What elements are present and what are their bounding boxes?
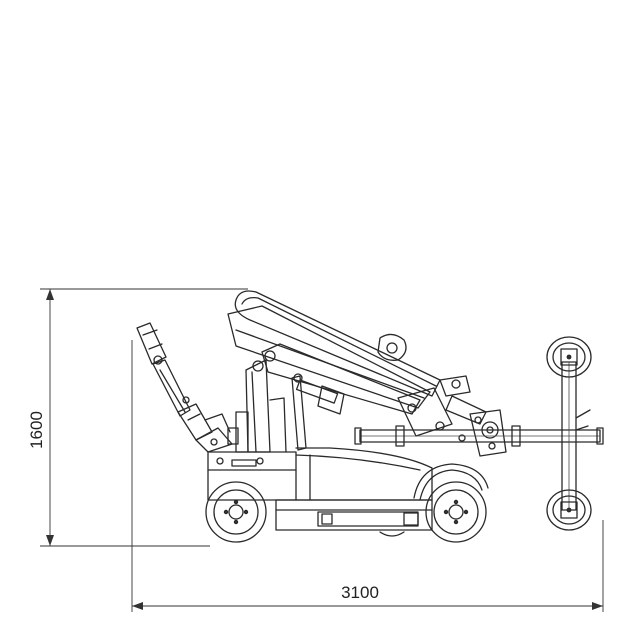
suction-cup-top [546,336,592,378]
chassis-body [207,359,489,537]
height-dimension [40,288,248,547]
rear-wheel [425,481,487,543]
width-label: 3100 [341,583,379,602]
vacuum-cross-beam [354,425,604,447]
front-wheel [205,481,267,543]
tiller-handle [136,322,233,453]
boom-arm [227,290,441,451]
suction-cup-bottom [546,489,592,531]
height-label: 1600 [27,411,46,449]
width-dimension [131,340,604,612]
